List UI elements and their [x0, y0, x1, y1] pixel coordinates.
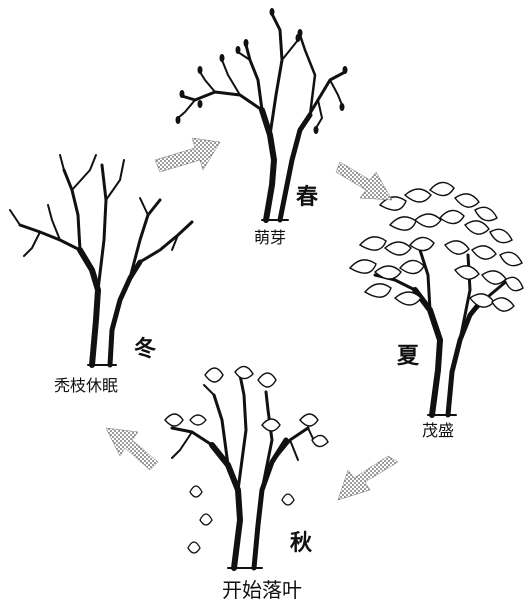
spring-tree-icon	[176, 8, 348, 220]
cycle-arrow-icon	[336, 162, 392, 200]
caption-winter: 秃枝休眠	[54, 378, 118, 394]
season-label-autumn: 秋	[290, 532, 312, 554]
season-label-spring: 春	[296, 186, 318, 208]
summer-tree-icon	[350, 182, 523, 415]
caption-summer: 茂盛	[422, 423, 454, 439]
caption-spring: 萌芽	[254, 230, 286, 246]
cycle-arrow-icon	[106, 428, 158, 470]
season-label-summer: 夏	[397, 345, 419, 367]
season-label-winter: 冬	[134, 338, 156, 360]
winter-tree-icon	[10, 155, 192, 365]
cycle-arrow-icon	[338, 456, 398, 500]
cycle-arrow-icon	[155, 138, 220, 172]
caption-autumn: 开始落叶	[222, 580, 302, 600]
